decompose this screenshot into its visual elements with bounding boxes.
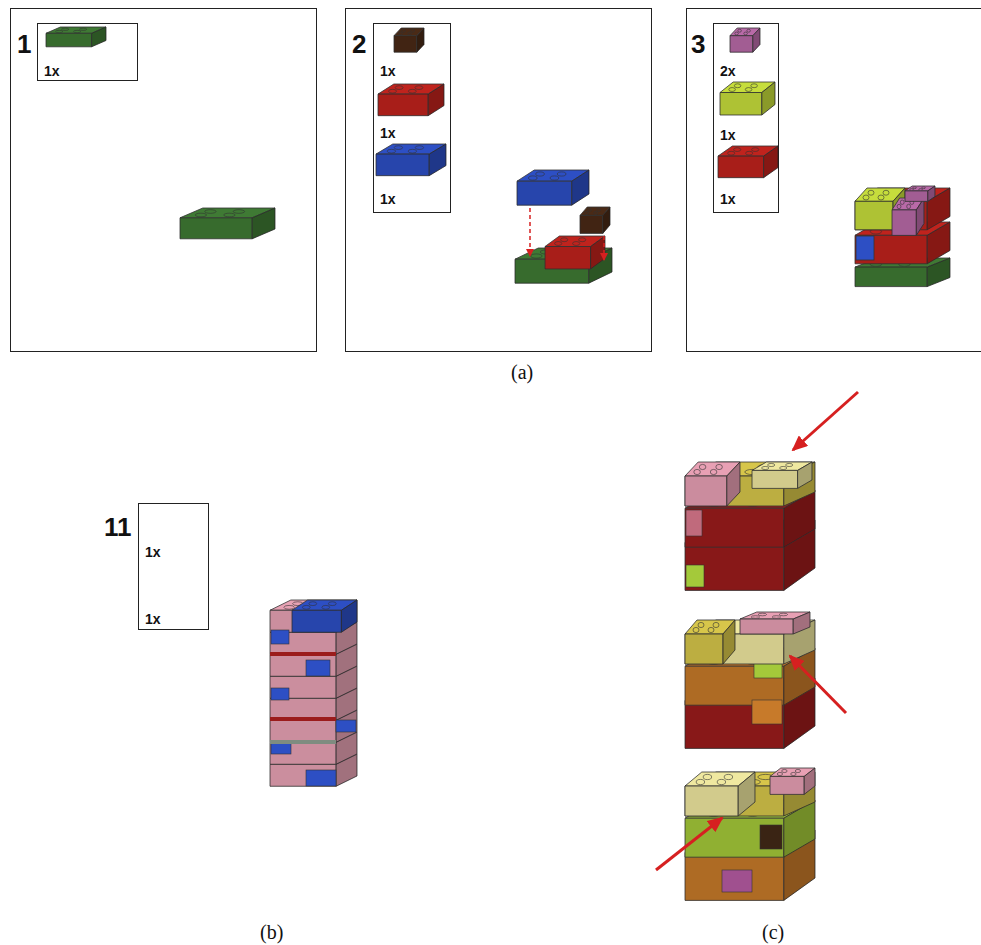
parts-box: 2x 1x 1x [713,23,779,213]
part-count: 1x [145,545,161,559]
subfigure-label: (c) [762,922,784,942]
parts-box: 111x1x [138,503,209,630]
part-count: 2x [720,64,736,78]
parts-box: 1x 1x 1x [373,23,451,213]
step-number: 3 [691,31,705,57]
step-panel: 2 1x 1x 1x [345,8,652,352]
step-panel: 3 2x 1x 1x [686,8,981,352]
part-count: 1x [720,128,736,142]
part-count: 1x [380,192,396,206]
part-count: 1x [44,64,60,78]
step-number: 1 [17,31,31,57]
step-panel: 1 1x [10,8,317,352]
step-number: 2 [352,31,366,57]
part-count: 1x [380,64,396,78]
part-count: 1x [145,612,161,626]
subfigure-label: (a) [511,362,533,382]
part-count: 1x [380,126,396,140]
step-number: 11 [104,514,132,540]
subfigure-label: (b) [260,922,283,942]
part-count: 1x [720,192,736,206]
parts-box: 1x [37,23,138,81]
